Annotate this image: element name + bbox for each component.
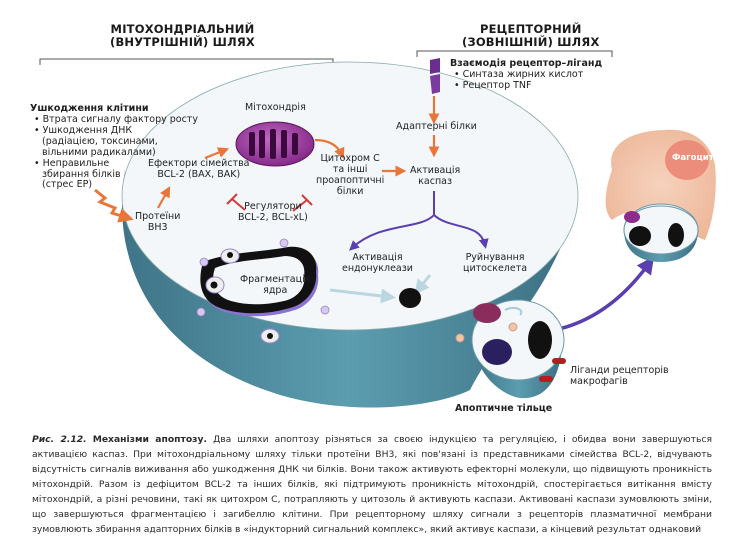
- cell-rim: [122, 170, 575, 408]
- caption-title: Механізми апоптозу.: [92, 434, 207, 445]
- extrinsic-heading-line1: РЕЦЕПТОРНИЙ: [479, 22, 582, 36]
- apoptotic-body-label: Апоптичне тільце: [455, 403, 553, 414]
- phagocyte-label: Фагоцит: [672, 153, 714, 163]
- extrinsic-pathway-heading: РЕЦЕПТОРНИЙ (ЗОВНІШНІЙ) ШЛЯХ: [462, 22, 600, 50]
- intrinsic-pathway-heading: МІТОХОНДРІАЛЬНИЙ (ВНУТРІШНІЙ) ШЛЯХ: [110, 22, 255, 50]
- apoptotic-body: [455, 299, 566, 399]
- inhibition-marks: [226, 193, 313, 212]
- extrinsic-heading-line2: (ЗОВНІШНІЙ) ШЛЯХ: [462, 35, 600, 50]
- mitochondrion: [235, 121, 315, 167]
- arrow-injury-to-bh3: [94, 188, 134, 223]
- faint-arrows: [329, 274, 432, 304]
- arrow-to-endonuclease: [349, 214, 435, 251]
- receptor-item: • Рецептор TNF: [454, 79, 532, 91]
- execution-arrows: [349, 191, 655, 332]
- injury-item: (радіацією, токсинами,: [42, 135, 158, 147]
- arrow-to-cytoskeleton: [433, 214, 489, 249]
- mitochondria-label: Мітохондрія: [245, 102, 306, 113]
- injury-item: вільними радикалами): [42, 146, 156, 158]
- figure-caption: Рис. 2.12. Механізми апоптозу. Два шляхи…: [32, 432, 712, 537]
- injury-item: (стрес ЕР): [42, 179, 93, 191]
- phagocyte: [605, 129, 716, 262]
- arrow-mito-to-cytc: [314, 138, 345, 160]
- receptor-ligand-block: Взаємодія рецептор–ліганд • Синтаза жирн…: [450, 58, 603, 92]
- activation-arrows: [94, 96, 440, 223]
- inhibit-effectors: [226, 193, 246, 211]
- extrinsic-bracket: [416, 50, 613, 57]
- caption-text: Два шляхи апоптозу різняться за своєю ін…: [32, 434, 713, 535]
- injury-item: • Ушкодження ДНК: [34, 124, 133, 136]
- caption-figure-number: Рис. 2.12.: [32, 434, 87, 445]
- inhibit-cytc: [292, 194, 313, 212]
- intrinsic-heading-line1: МІТОХОНДРІАЛЬНИЙ: [110, 22, 255, 36]
- adapter-proteins-label: Адаптерні білки: [396, 121, 477, 132]
- nucleus-remnant: [399, 288, 421, 308]
- injury-item: • Неправильне: [34, 157, 110, 169]
- cell-injury-block: Ушкодження клітини • Втрата сигналу факт…: [30, 103, 198, 191]
- injury-item: • Втрата сигналу фактору росту: [34, 113, 198, 125]
- cell-injury-title: Ушкодження клітини: [30, 103, 149, 114]
- arrow-bh3-to-effectors: [157, 186, 171, 209]
- receptor-icon: [430, 58, 440, 94]
- intrinsic-bracket: [39, 58, 334, 65]
- injury-item: збирання білків: [42, 168, 121, 180]
- arrow-effectors-to-mito: [204, 147, 230, 160]
- vesicles: [196, 238, 330, 344]
- arrow-to-phagocyte: [554, 256, 655, 332]
- receptor-title: Взаємодія рецептор–ліганд: [450, 58, 603, 69]
- receptor-item: • Синтаза жирних кислот: [454, 68, 584, 80]
- intrinsic-heading-line2: (ВНУТРІШНІЙ) ШЛЯХ: [110, 35, 255, 50]
